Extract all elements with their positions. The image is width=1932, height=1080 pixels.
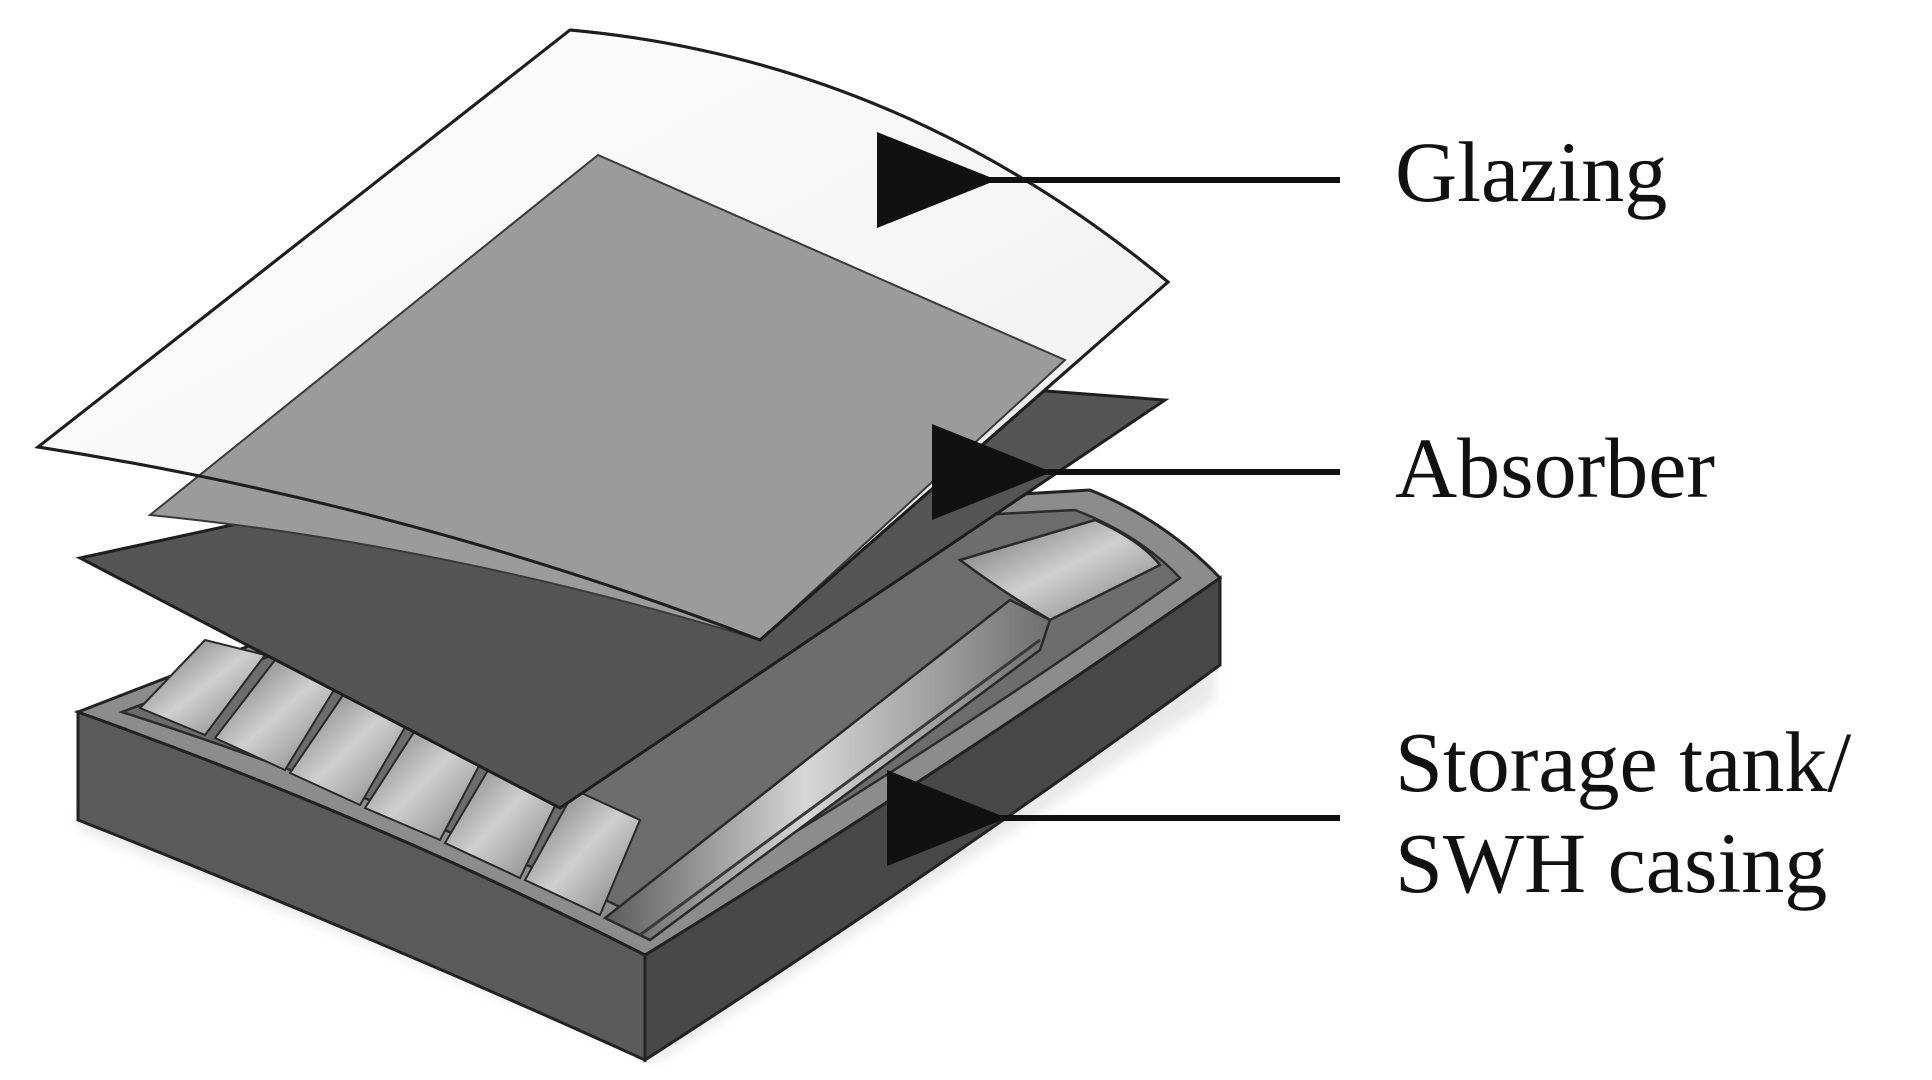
storage-label-line1: Storage tank/ — [1395, 714, 1852, 810]
storage-label-line2: SWH casing — [1395, 815, 1828, 912]
absorber-label-text: Absorber — [1395, 420, 1716, 516]
glazing-label: Glazing — [1395, 122, 1667, 223]
casing-end-compartment — [957, 518, 1162, 622]
absorber-label: Absorber — [1395, 418, 1715, 519]
casing-trough — [602, 598, 1052, 942]
glazing-label-text: Glazing — [1395, 124, 1668, 220]
storage-label: Storage tank/ SWH casing — [1395, 712, 1851, 915]
